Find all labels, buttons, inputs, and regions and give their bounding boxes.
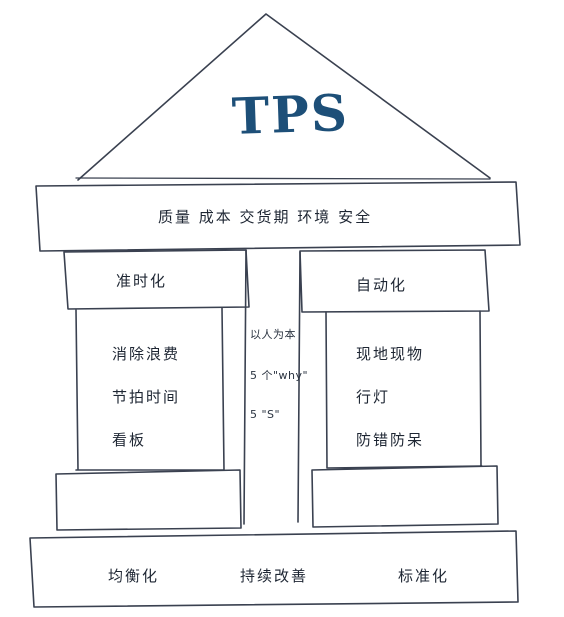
list-item: 现地现物 [356,345,425,363]
list-item: 看板 [112,431,147,449]
list-item: 消除浪费 [112,345,181,363]
foundation-outline [29,530,519,608]
left-lower-block [55,469,242,531]
list-item: 行灯 [356,388,391,406]
list-item: 以人为本 [250,328,296,341]
list-item: 节拍时间 [112,388,181,406]
beam-outline [35,181,521,252]
center-column-list: 以人为本 5 个"why" 5 "S" [250,326,308,421]
right-pillar-list: 现地现物 行灯 防错防呆 [356,343,424,450]
foundation-item-standardization: 标准化 [398,567,450,585]
diagram-title: TPS [231,82,350,147]
left-pillar-list: 消除浪费 节拍时间 看板 [112,343,180,450]
foundation-item-kaizen: 持续改善 [240,567,309,585]
left-header-box [63,249,250,310]
list-item: 5 个"why" [250,369,309,382]
middle-column [243,249,301,525]
beam-goals: 质量 成本 交货期 环境 安全 [158,208,373,226]
left-pillar-header: 准时化 [116,272,168,290]
right-pillar-header: 自动化 [356,276,408,294]
list-item: 防错防呆 [356,431,425,449]
left-pillar [75,307,225,471]
right-lower-block [311,465,499,528]
list-item: 5 "S" [250,408,281,421]
roof-outline [77,13,491,181]
foundation-item-leveling: 均衡化 [108,567,160,585]
right-header-box [299,249,490,313]
